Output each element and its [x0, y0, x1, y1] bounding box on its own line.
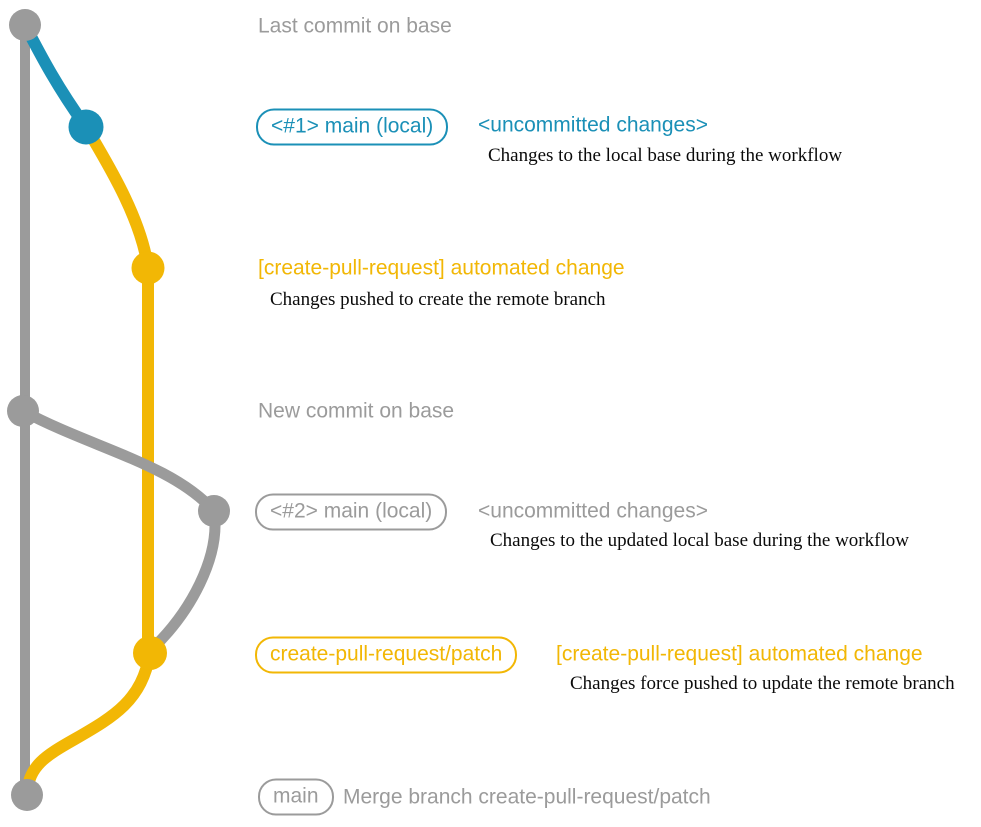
commit-dot-new-base	[7, 395, 39, 427]
branch-box-create-pull-request-patch: create-pull-request/patch	[255, 636, 518, 674]
rebase-curve-out	[17, 405, 220, 517]
branch-box-main-local-1: <#1> main (local)	[256, 108, 449, 146]
branch-box-main-local-2: <#2> main (local)	[255, 493, 448, 531]
label-automated-change-2: [create-pull-request] automated change	[556, 642, 923, 666]
note-updated-local-base: Changes to the updated local base during…	[490, 530, 909, 551]
label-uncommitted-changes-1: <uncommitted changes>	[478, 113, 708, 137]
commit-dot-last-base	[9, 9, 41, 41]
label-new-commit-on-base: New commit on base	[258, 399, 455, 423]
commit-dot-main-local-1	[68, 109, 104, 145]
commit-dot-merge	[11, 779, 43, 811]
label-uncommitted-changes-2: <uncommitted changes>	[478, 499, 708, 523]
note-force-pushed-update-remote: Changes force pushed to update the remot…	[570, 673, 955, 694]
commit-dot-automated-change-1	[131, 251, 165, 285]
label-automated-change-1: [create-pull-request] automated change	[258, 256, 625, 280]
git-graph	[7, 9, 230, 811]
local-changes-curve	[19, 19, 92, 133]
merge-curve	[21, 647, 156, 799]
label-merge-branch: Merge branch create-pull-request/patch	[343, 785, 711, 809]
rebase-curve-in	[145, 505, 221, 656]
commit-dot-automated-change-2	[133, 636, 167, 670]
branch-box-main: main	[258, 778, 334, 816]
note-pushed-create-remote: Changes pushed to create the remote bran…	[270, 289, 606, 310]
patch-branch-line	[80, 121, 154, 656]
note-local-base-changes: Changes to the local base during the wor…	[488, 145, 843, 166]
commit-dot-main-local-2	[198, 495, 230, 527]
label-last-commit-on-base: Last commit on base	[258, 14, 452, 38]
